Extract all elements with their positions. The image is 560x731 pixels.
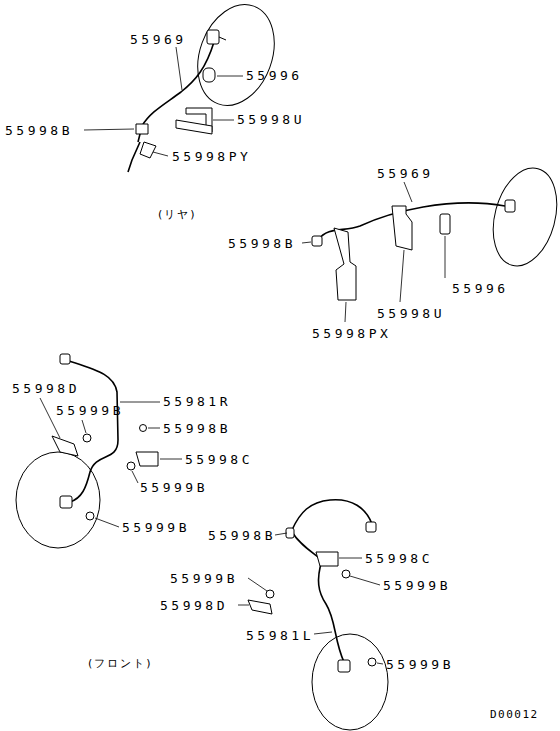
part-number: 55998PX (312, 326, 391, 341)
sensor (52, 354, 158, 520)
part-number: 55998PY (172, 149, 251, 164)
part-number: 55981L (246, 628, 314, 643)
figure-code: D00012 (490, 707, 539, 722)
sensor (136, 30, 226, 158)
wheel-outline (312, 634, 388, 730)
part-number: 55999B (386, 657, 454, 672)
part-number: 55998C (365, 551, 433, 566)
view-caption: (リヤ) (158, 207, 197, 222)
part-number: 55998B (5, 123, 73, 138)
part-number: 55999B (56, 403, 124, 418)
sensor (248, 522, 376, 672)
part-number: 55999B (140, 480, 208, 495)
part-number: 55969 (130, 32, 187, 47)
part-number: 55969 (377, 166, 434, 181)
part-number: 55999B (383, 578, 451, 593)
leader-line (40, 47, 445, 664)
part-number: 55998U (377, 306, 445, 321)
part-number: 55998C (185, 452, 253, 467)
part-number: 55996 (246, 68, 303, 83)
part-number: 55999B (122, 520, 190, 535)
part-number: 55998U (237, 112, 305, 127)
part-number: 55996 (452, 281, 509, 296)
part-number: 55998D (160, 598, 228, 613)
wheel-outline (483, 161, 560, 273)
part-number: 55998B (163, 421, 231, 436)
sensor (312, 200, 515, 300)
part-number: 55998B (228, 236, 296, 251)
part-number: 55998B (208, 528, 276, 543)
wheel-outline (16, 452, 100, 548)
part-number: 55999B (170, 571, 238, 586)
grommet (203, 68, 215, 82)
view-caption: (フロント) (88, 656, 153, 671)
part-number: 55981R (163, 394, 231, 409)
wheel-outline (184, 0, 287, 116)
part-number: 55998D (12, 381, 80, 396)
